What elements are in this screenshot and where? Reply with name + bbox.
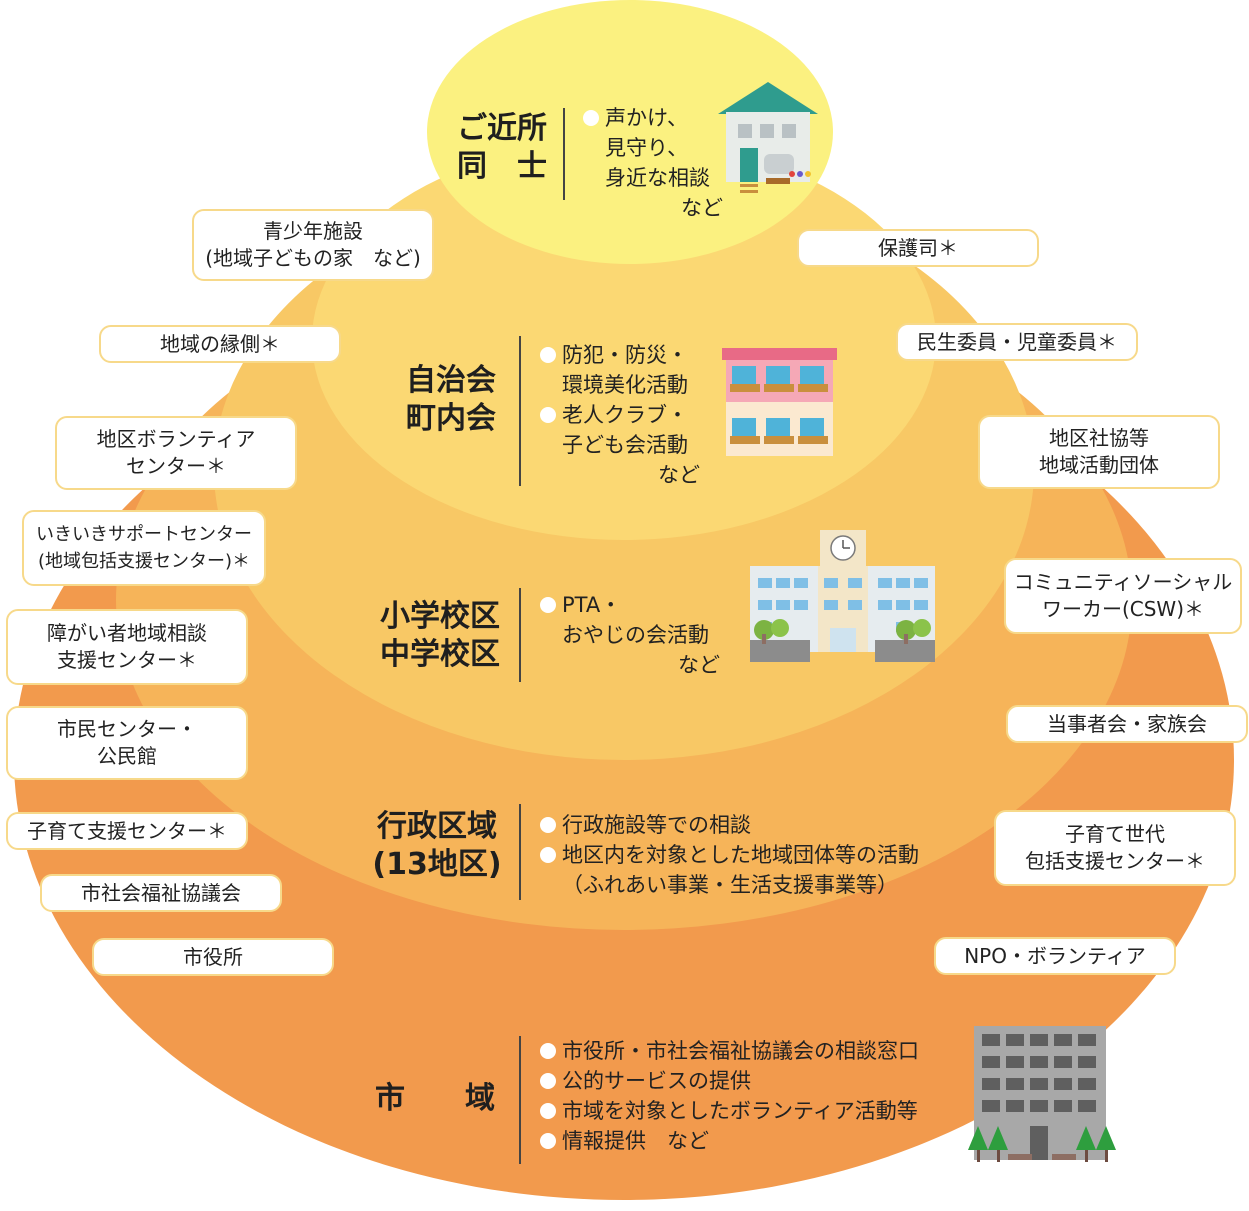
list-item: 環境美化活動 xyxy=(562,373,688,397)
list-item: 情報提供 など xyxy=(540,1126,960,1156)
tag-disability-support-center: 障がい者地域相談 支援センター＊ xyxy=(6,609,248,685)
tag-district-social-council: 地区社協等 地域活動団体 xyxy=(978,415,1220,489)
layer-title-city: 市 域 xyxy=(375,1081,495,1116)
divider-line xyxy=(519,336,521,486)
tag-community-social-worker: コミュニティソーシャル ワーカー(CSW)＊ xyxy=(1004,558,1242,634)
layer-title-district: 行政区域 (13地区) xyxy=(372,809,502,882)
layer-items-association: 防犯・防災・ 環境美化活動 老人クラブ・ 子ども会活動 など xyxy=(540,340,700,490)
apartment-icon xyxy=(722,348,837,456)
list-item: 市域を対象としたボランティア活動等 xyxy=(540,1096,960,1126)
tag-probation-officer: 保護司＊ xyxy=(797,229,1039,267)
tag-welfare-commissioner: 民生委員・児童委員＊ xyxy=(896,323,1138,361)
layer-shape-neighbors xyxy=(427,0,833,264)
list-item: 老人クラブ・ xyxy=(540,400,700,430)
layer-items-neighbors: 声かけ、 見守り、 身近な相談 など xyxy=(583,103,723,223)
list-item: PTA・ xyxy=(540,590,720,620)
list-item: 地区内を対象とした地域団体等の活動 xyxy=(540,840,960,870)
tag-child-rearing-support-center: 子育て世代 包括支援センター＊ xyxy=(994,810,1236,886)
tag-city-hall: 市役所 xyxy=(92,938,334,976)
list-item: おやじの会活動 xyxy=(562,623,709,647)
list-item: など xyxy=(658,463,700,487)
divider-line xyxy=(563,108,565,200)
layer-title-neighbors: ご近所 同 士 xyxy=(457,111,547,184)
divider-line xyxy=(519,804,521,900)
list-item: 身近な相談 xyxy=(605,166,710,190)
divider-line xyxy=(519,588,521,682)
tag-family-association: 当事者会・家族会 xyxy=(1006,705,1248,743)
tag-district-volunteer-center: 地区ボランティア センター＊ xyxy=(55,416,297,490)
tag-youth-facility: 青少年施設 (地域子どもの家 など) xyxy=(192,209,434,281)
layer-title-school: 小学校区 中学校区 xyxy=(380,599,500,672)
layer-items-city: 市役所・市社会福祉協議会の相談窓口 公的サービスの提供 市域を対象としたボランテ… xyxy=(540,1036,960,1156)
layer-title-association: 自治会 町内会 xyxy=(406,363,496,436)
list-item: 公的サービスの提供 xyxy=(540,1066,960,1096)
list-item: 防犯・防災・ xyxy=(540,340,700,370)
house-icon xyxy=(718,82,818,193)
tag-childcare-support-center: 子育て支援センター＊ xyxy=(6,812,248,850)
list-item: 市役所・市社会福祉協議会の相談窓口 xyxy=(540,1036,960,1066)
list-item: 子ども会活動 xyxy=(562,433,688,457)
list-item: 行政施設等での相談 xyxy=(540,810,960,840)
list-item: （ふれあい事業・生活支援事業等） xyxy=(562,873,898,897)
office-building-icon xyxy=(968,1026,1116,1162)
tag-civic-center: 市民センター・ 公民館 xyxy=(6,706,248,780)
divider-line xyxy=(519,1036,521,1164)
layer-items-district: 行政施設等での相談 地区内を対象とした地域団体等の活動 （ふれあい事業・生活支援… xyxy=(540,810,960,900)
tag-npo-volunteer: NPO・ボランティア xyxy=(934,937,1176,975)
tag-ikiiki-support-center: いきいきサポートセンター (地域包括支援センター)＊ xyxy=(22,510,266,586)
tag-social-welfare-council: 市社会福祉協議会 xyxy=(40,874,282,912)
list-item: など xyxy=(681,196,723,220)
list-item: 見守り、 xyxy=(605,136,689,160)
layer-items-school: PTA・ おやじの会活動 など xyxy=(540,590,720,680)
list-item: など xyxy=(678,653,720,677)
tag-community-engawa: 地域の縁側＊ xyxy=(99,325,341,363)
school-icon xyxy=(750,530,935,662)
list-item: 声かけ、 xyxy=(583,103,723,133)
